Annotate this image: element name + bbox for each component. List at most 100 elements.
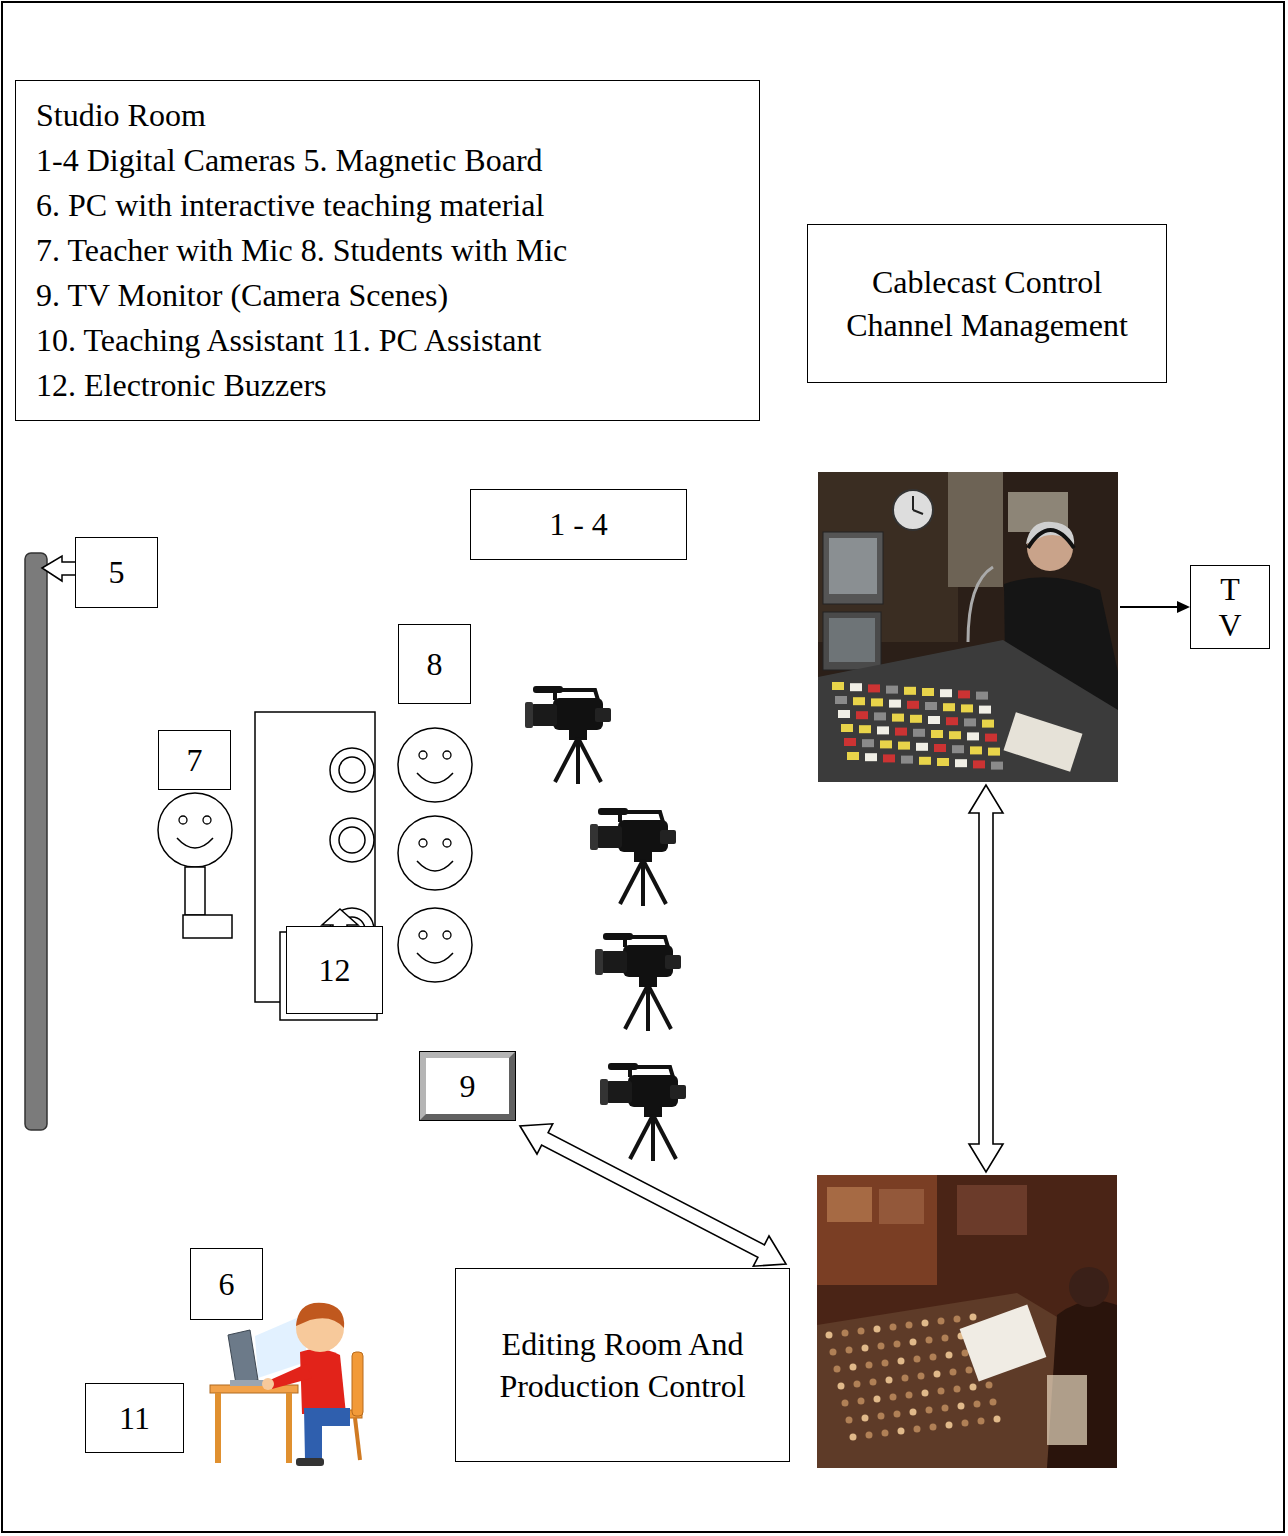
control-room-photo [926, 1337, 933, 1344]
control-room-photo [942, 1335, 949, 1342]
callout-box: 5 [75, 537, 158, 608]
callout-box: 12 [286, 926, 383, 1014]
control-room-photo [817, 1175, 937, 1285]
control-room-photo [883, 754, 895, 762]
legend-item: 1-4 Digital Cameras 5. Magnetic Board [36, 138, 543, 183]
control-room-photo [892, 714, 904, 722]
control-room-photo [942, 1405, 949, 1412]
control-room-photo [846, 1347, 853, 1354]
control-room-photo [846, 1417, 853, 1424]
callout-box: 7 [158, 730, 231, 790]
control-room-photo [930, 1424, 937, 1431]
control-room-photo [926, 1407, 933, 1414]
control-room-photo [894, 1341, 901, 1348]
control-room-photo [850, 1364, 857, 1371]
control-room-photo [910, 715, 922, 723]
camera-icons [600, 1063, 686, 1161]
control-room-photo [985, 734, 997, 742]
control-room-photo [870, 1379, 877, 1386]
control-room-photo [818, 472, 1118, 782]
control-room-photo [964, 718, 976, 726]
control-room-photo [968, 567, 993, 642]
callout-box: 9 [420, 1052, 515, 1120]
legend-item: 9. TV Monitor (Camera Scenes) [36, 273, 448, 318]
student-figures [398, 816, 472, 890]
control-room-photo [823, 532, 883, 604]
control-room-photo [817, 1175, 1117, 1468]
control-room-photo [962, 1420, 969, 1427]
node-label: 9 [460, 1065, 476, 1107]
control-room-photo [913, 729, 925, 737]
desk [339, 827, 365, 853]
callout-box: 11 [85, 1383, 184, 1453]
control-room-photo [913, 510, 923, 514]
control-room-photo [874, 1396, 881, 1403]
control-room-photo [862, 1345, 869, 1352]
control-room-photo [958, 1403, 965, 1410]
node-label: T V [1214, 571, 1246, 643]
control-room-photo [898, 1358, 905, 1365]
control-room-photo [866, 1432, 873, 1439]
node-label: 1 - 4 [549, 503, 608, 545]
control-room-photo [844, 738, 856, 746]
control-room-photo [955, 759, 967, 767]
pc-assistant-figure [300, 1349, 346, 1414]
control-room-photo [893, 490, 933, 530]
control-room-photo [829, 618, 875, 662]
pc-assistant-figure [286, 1393, 292, 1463]
control-room-photo [954, 1386, 961, 1393]
control-room-photo [970, 746, 982, 754]
teacher-figure [158, 793, 232, 867]
pc-assistant-figure [296, 1458, 324, 1466]
control-room-photo [991, 762, 1003, 770]
control-room-photo [976, 692, 988, 700]
control-room-photo [979, 706, 991, 714]
control-room-photo [878, 1413, 885, 1420]
control-room-photo [907, 701, 919, 709]
legend-item: 10. Teaching Assistant 11. PC Assistant [36, 318, 541, 363]
camera-icons [525, 686, 611, 784]
callout-box: 1 - 4 [470, 489, 687, 560]
control-room-photo [928, 716, 940, 724]
pc-assistant-figure [228, 1330, 258, 1384]
node-label: 11 [119, 1397, 150, 1439]
control-room-photo [934, 744, 946, 752]
control-room-photo [904, 687, 916, 695]
camera-icons [525, 686, 686, 1161]
pc-assistant-figure [210, 1303, 363, 1466]
control-room-photo [823, 612, 881, 670]
control-room-photo [879, 1189, 924, 1224]
control-room-photo [961, 704, 973, 712]
control-room-photo [838, 1383, 845, 1390]
student-figures [398, 908, 472, 982]
teacher-figure [183, 915, 232, 938]
control-room-photo [940, 689, 952, 697]
control-room-photo [868, 684, 880, 692]
control-room-photo [842, 1330, 849, 1337]
pc-assistant-figure [262, 1378, 274, 1390]
control-room-photo [898, 1428, 905, 1435]
pc-assistant-figure [296, 1303, 344, 1328]
pc-assistant-figure [270, 1364, 312, 1389]
control-room-photo [946, 717, 958, 725]
control-room-photo [952, 745, 964, 753]
control-room-photo [871, 698, 883, 706]
control-room-photo [1047, 1301, 1117, 1468]
pointer-arrow [42, 556, 76, 581]
control-room-photo [841, 724, 853, 732]
control-room-photo [853, 697, 865, 705]
control-room-photo [890, 1324, 897, 1331]
connector-arrow [520, 1124, 786, 1266]
control-room-photo [938, 1318, 945, 1325]
node-label: 7 [187, 739, 203, 781]
control-room-photo [856, 711, 868, 719]
control-room-photo [922, 688, 934, 696]
control-room-photo [826, 1332, 833, 1339]
control-room-photo [937, 758, 949, 766]
node-label: 5 [109, 551, 125, 593]
control-room-photo [957, 1185, 1027, 1235]
teacher-figure [158, 793, 232, 938]
desk [339, 757, 365, 783]
control-room-photo [922, 1390, 929, 1397]
control-room-photo [970, 1314, 977, 1321]
